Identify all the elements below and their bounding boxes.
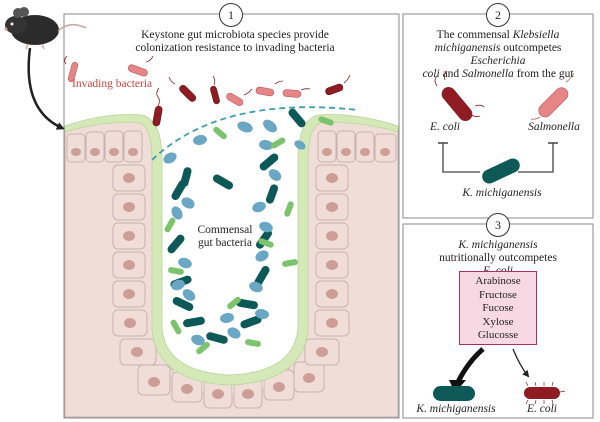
commensal-label-line1: Commensal (197, 224, 253, 236)
p2-text-and: and (439, 68, 463, 80)
p2-text-klebsiella: Klebsiella (512, 29, 560, 41)
p3-ecoli-label: E. coli (526, 403, 558, 415)
p2-text-michiganensis: michiganensis (434, 42, 501, 54)
panel1-number-badge: 1 (219, 3, 243, 27)
p2-text-commensal: The commensal (436, 29, 513, 41)
panel1-title: Keystone gut microbiota species provide … (100, 29, 370, 55)
commensal-label-line2: gut bacteria (198, 237, 252, 249)
p2-text-salmonella: Salmonella (462, 68, 514, 80)
sugar-glucose: Glucosse (477, 329, 519, 341)
mucus-barrier-dashed-line (151, 106, 359, 161)
mouse-to-gut-arrow (27, 47, 65, 130)
p3-thick-arrow (455, 347, 485, 384)
invading-bacteria (64, 55, 351, 127)
panel1-title-line1: Keystone gut microbiota species provide (141, 29, 329, 41)
p2-text-outcompetes: outcompetes (500, 42, 562, 54)
panel2-number-badge: 2 (486, 3, 510, 27)
sugar-arabinose: Arabinose (475, 275, 521, 287)
sugar-xylose: Xylose (482, 315, 514, 328)
sugar-list-box: Arabinose Fructose Fucose Xylose Glucoss… (459, 271, 537, 345)
p2-ecoli-bacterium (434, 70, 485, 121)
p3-kmich-label: K. michiganensis (416, 403, 496, 415)
commensal-label: Commensal gut bacteria (185, 224, 265, 250)
p2-text-coli: coli (422, 68, 440, 80)
sugar-fructose: Fructose (479, 288, 517, 301)
commensal-bacteria (163, 108, 334, 355)
epithelium (64, 110, 399, 418)
p2-salmonella-bacterium (530, 72, 575, 120)
panel2-frame (402, 13, 594, 219)
p2-ecoli-label: E. coli (429, 121, 461, 133)
p2-salmonella-label: Salmonella (528, 121, 580, 133)
invading-bacteria-label: Invading bacteria (72, 78, 153, 90)
p2-inhibit-salmonella-line (518, 143, 554, 173)
p2-kmich-label: K. michiganensis (462, 187, 542, 199)
sugar-fucose: Fucose (482, 302, 514, 314)
p3-title-line2: nutritionally outcompetes (439, 252, 557, 264)
panel3-number-badge: 3 (486, 213, 510, 237)
p2-inhibit-ecoli-line (442, 143, 480, 173)
mouse-illustration (4, 7, 87, 50)
p3-title-line1: K. michiganensis (458, 239, 538, 251)
p2-text-from-gut: from the gut (513, 68, 574, 80)
panel3-title: K. michiganensis nutritionally outcompet… (420, 239, 576, 278)
cell-nuclei (71, 148, 390, 399)
mucus-layer (64, 114, 399, 386)
p3-kmich-bacterium (433, 386, 475, 401)
p3-thin-arrow (512, 348, 530, 378)
p2-text-escherichia: Escherichia (470, 55, 526, 67)
p2-kmich-bacterium (482, 158, 520, 184)
panel1-title-line2: colonization resistance to invading bact… (135, 42, 335, 54)
panel2-title: The commensal Klebsiella michiganensis o… (406, 29, 590, 81)
p3-ecoli-bacterium (524, 381, 566, 405)
